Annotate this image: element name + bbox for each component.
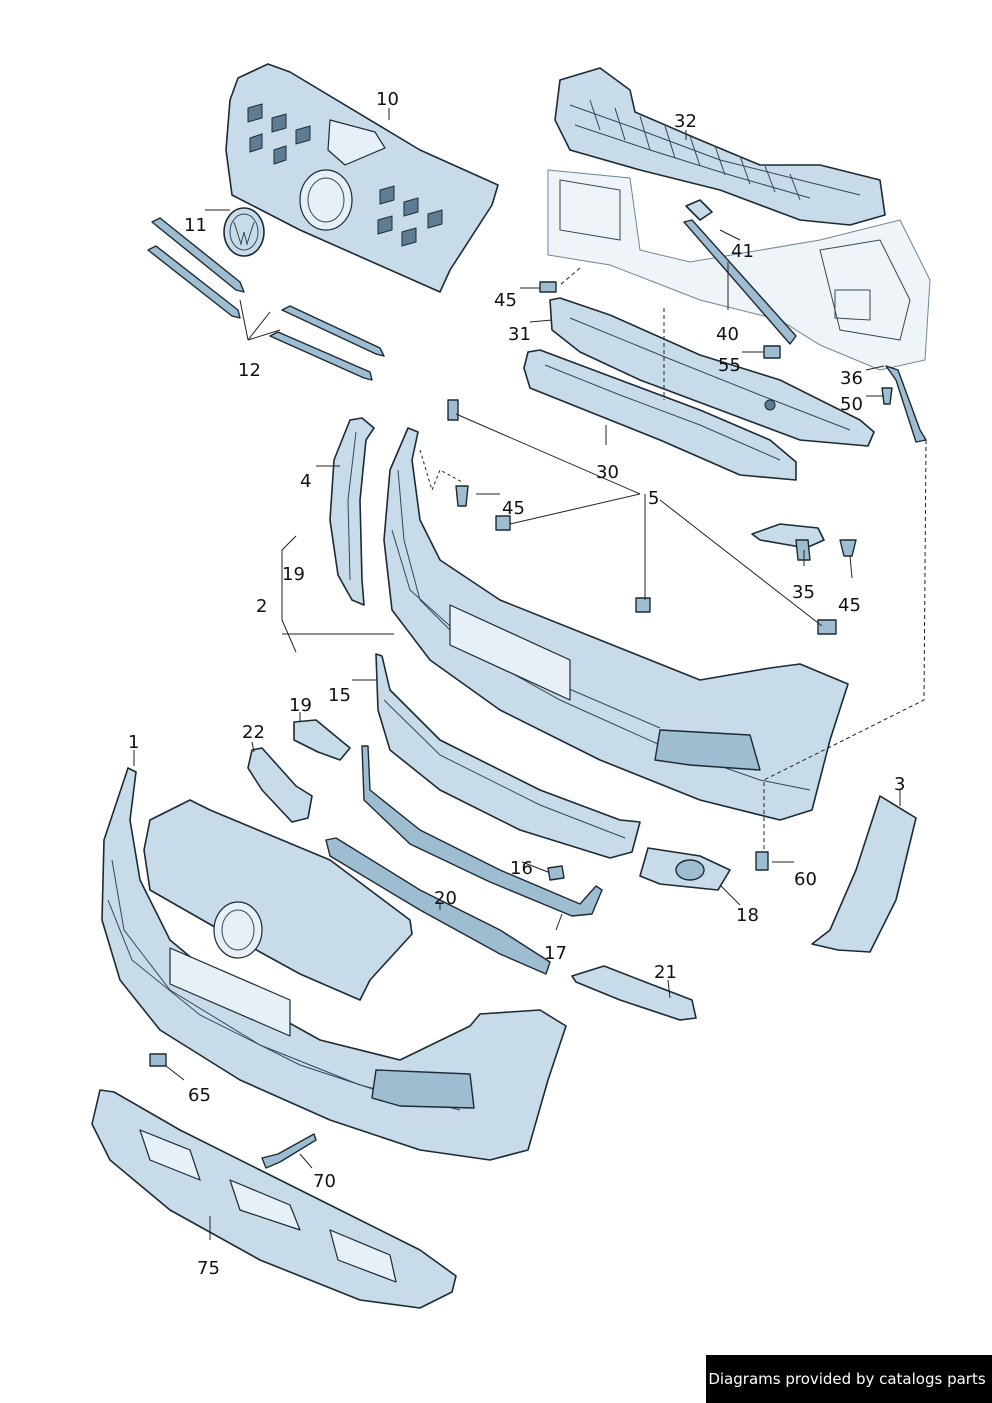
part-15-lower-grille xyxy=(375,653,641,859)
callout-11: 11 xyxy=(184,215,207,236)
callout-35: 35 xyxy=(792,582,815,603)
part-11-badge xyxy=(223,207,265,257)
callout-labels: 10 11 12 32 41 45 31 40 55 36 50 30 5 4 … xyxy=(128,89,905,1279)
part-20-strip xyxy=(325,837,551,975)
callout-40: 40 xyxy=(716,324,739,345)
callout-12: 12 xyxy=(238,360,261,381)
part-3-side-trim xyxy=(811,795,917,953)
callout-20: 20 xyxy=(434,888,457,909)
callout-19-b: 19 xyxy=(289,695,312,716)
part-1-bumper-assembly xyxy=(101,767,567,1161)
part-22-mount xyxy=(247,747,313,823)
callout-60: 60 xyxy=(794,869,817,890)
callout-55: 55 xyxy=(718,355,741,376)
callout-17: 17 xyxy=(544,943,567,964)
callout-31: 31 xyxy=(508,324,531,345)
part-75-skid-plate xyxy=(91,1089,457,1309)
part-4-side-guide xyxy=(329,417,375,606)
part-30-absorber xyxy=(523,349,797,481)
callout-16: 16 xyxy=(510,858,533,879)
callout-2: 2 xyxy=(256,596,267,617)
callout-75: 75 xyxy=(197,1258,220,1279)
callout-18: 18 xyxy=(736,905,759,926)
part-2-bumper-cover xyxy=(383,427,849,821)
callout-65: 65 xyxy=(188,1085,211,1106)
footer-credit: Diagrams provided by catalogs parts xyxy=(706,1355,992,1403)
part-12-trim-strips xyxy=(147,217,385,381)
callout-1: 1 xyxy=(128,732,139,753)
vehicle-frame-ghost xyxy=(547,169,931,371)
part-19-bracket xyxy=(293,719,351,761)
callout-22: 22 xyxy=(242,722,265,743)
part-36-bracket xyxy=(885,365,927,443)
callout-70: 70 xyxy=(313,1171,336,1192)
part-31-carrier xyxy=(549,297,875,447)
part-17-trim xyxy=(361,745,603,917)
callout-10: 10 xyxy=(376,89,399,110)
callout-4: 4 xyxy=(300,471,311,492)
callout-3: 3 xyxy=(894,774,905,795)
callout-50: 50 xyxy=(840,394,863,415)
callout-15: 15 xyxy=(328,685,351,706)
part-21-bracket xyxy=(571,965,697,1021)
callout-21: 21 xyxy=(654,962,677,983)
callout-36: 36 xyxy=(840,368,863,389)
callout-45-a: 45 xyxy=(494,290,517,311)
callout-32: 32 xyxy=(674,111,697,132)
callout-19-a: 19 xyxy=(282,564,305,585)
callout-5: 5 xyxy=(648,488,659,509)
part-18-fog-cover xyxy=(639,847,731,891)
callout-41: 41 xyxy=(731,241,754,262)
fasteners xyxy=(149,281,893,1169)
callout-30: 30 xyxy=(596,462,619,483)
callout-45-c: 45 xyxy=(838,595,861,616)
part-16-clip xyxy=(547,865,565,881)
part-10-upper-grille xyxy=(225,63,499,293)
part-32-crossmember xyxy=(554,67,886,226)
part-35-bracket xyxy=(751,523,825,561)
part-40-strut xyxy=(683,199,797,345)
leader-lines xyxy=(133,108,927,1240)
callout-45-b: 45 xyxy=(502,498,525,519)
